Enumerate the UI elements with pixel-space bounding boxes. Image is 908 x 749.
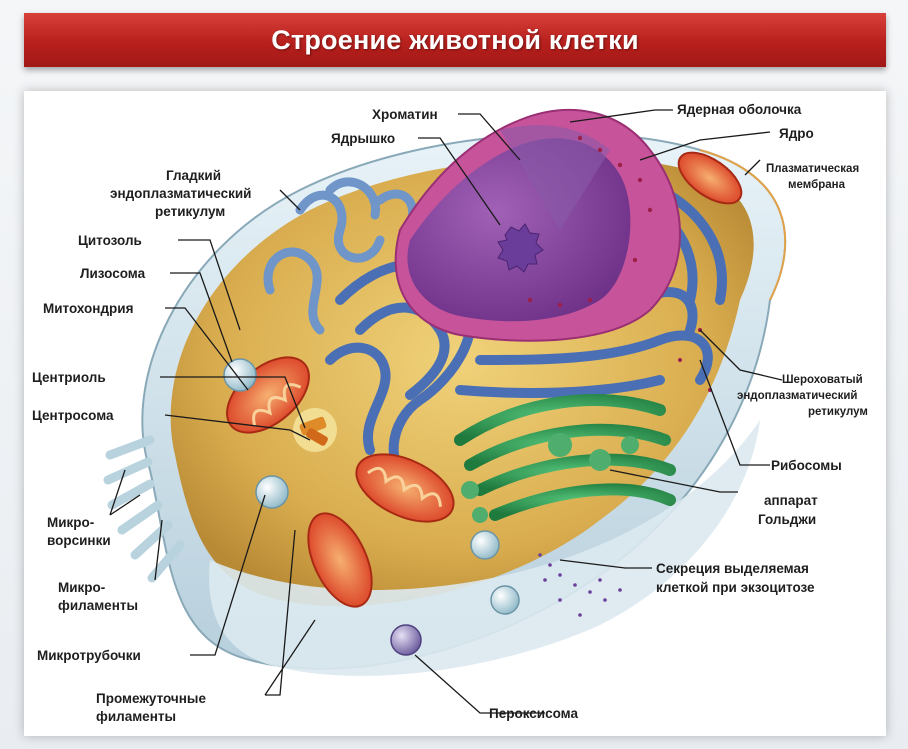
label-mitochondrion: Митохондрия bbox=[43, 301, 133, 316]
label-rough-er-1: Шероховатый bbox=[782, 374, 863, 386]
peroxisome-shape bbox=[390, 624, 422, 656]
label-rough-er-3: ретикулум bbox=[808, 406, 868, 418]
ribosomes-dots bbox=[527, 135, 712, 392]
label-secretion-1: Секреция выделяемая bbox=[656, 561, 809, 576]
secretion-dots bbox=[538, 553, 622, 617]
label-smooth-er-2: эндоплазматический bbox=[110, 186, 251, 201]
microvilli bbox=[103, 435, 185, 583]
cell-cut-face bbox=[209, 420, 761, 676]
labels: Хроматин Ядрышко Ядерная оболочка Ядро П… bbox=[32, 102, 868, 724]
label-chromatin: Хроматин bbox=[372, 107, 438, 122]
label-intermediate-1: Промежуточные bbox=[96, 691, 206, 706]
nucleolus-shape bbox=[497, 223, 544, 273]
vesicle-shape bbox=[255, 475, 289, 509]
label-centrosome: Центросома bbox=[32, 408, 114, 423]
label-intermediate-2: филаменты bbox=[96, 709, 176, 724]
label-nuclear-envelope: Ядерная оболочка bbox=[677, 102, 802, 117]
label-secretion-2: клеткой при экзоцитозе bbox=[656, 580, 815, 595]
label-centriole: Центриоль bbox=[32, 370, 106, 385]
nucleus-cut-top bbox=[500, 125, 610, 230]
label-peroxisome: Пероксисома bbox=[489, 706, 578, 721]
label-ribosomes: Рибосомы bbox=[771, 458, 842, 473]
label-plasma-membrane-2: мембрана bbox=[788, 179, 846, 191]
label-nucleolus: Ядрышко bbox=[331, 131, 395, 146]
golgi-vesicles bbox=[461, 433, 639, 523]
label-nucleus: Ядро bbox=[779, 126, 814, 141]
label-cytosol: Цитозоль bbox=[78, 233, 142, 248]
label-plasma-membrane-1: Плазматическая bbox=[766, 163, 859, 175]
organelles-small bbox=[223, 358, 520, 656]
nucleus bbox=[394, 109, 681, 342]
label-rough-er-2: эндоплазматический bbox=[737, 390, 858, 402]
label-smooth-er-3: ретикулум bbox=[155, 204, 225, 219]
label-smooth-er-1: Гладкий bbox=[166, 168, 221, 183]
label-lysosome: Лизосома bbox=[80, 266, 146, 281]
label-golgi-1: аппарат bbox=[764, 493, 818, 508]
label-microvilli-1: Микро- bbox=[47, 515, 94, 530]
centrosome-shape bbox=[293, 408, 337, 452]
page-title: Строение животной клетки bbox=[271, 24, 639, 55]
label-golgi-2: Гольджи bbox=[758, 512, 816, 527]
label-microtubules: Микротрубочки bbox=[37, 648, 141, 663]
label-microfilaments-1: Микро- bbox=[58, 580, 105, 595]
golgi-apparatus bbox=[454, 394, 676, 521]
lysosome-shape bbox=[223, 358, 257, 392]
label-microfilaments-2: филаменты bbox=[58, 598, 138, 613]
leader-lines bbox=[109, 109, 783, 714]
label-microvilli-2: ворсинки bbox=[47, 533, 111, 548]
title-banner: Строение животной клетки bbox=[24, 13, 886, 67]
